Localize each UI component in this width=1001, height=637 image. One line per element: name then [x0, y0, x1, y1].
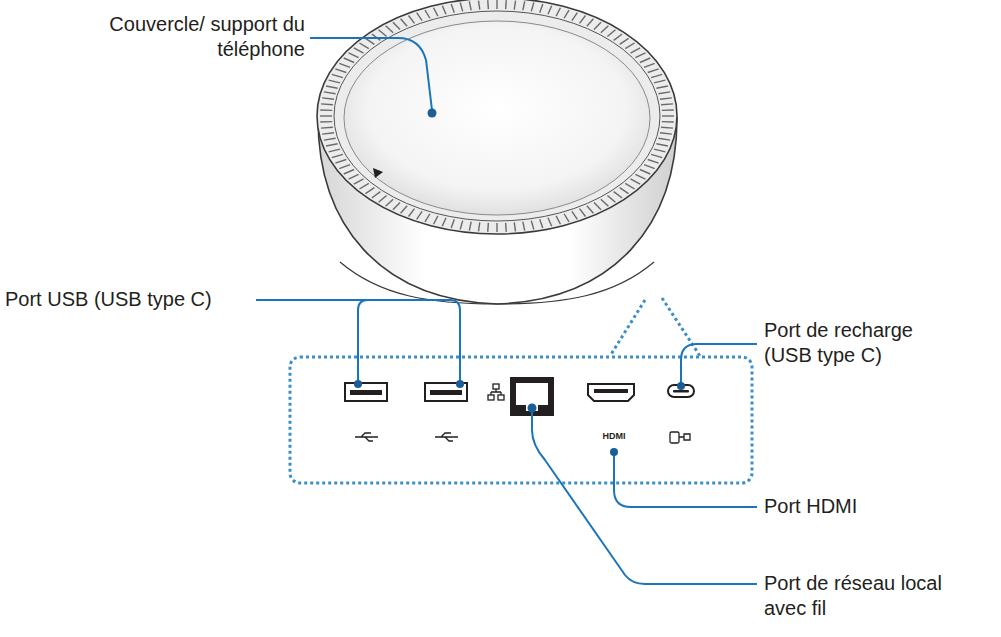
leader-line — [614, 452, 757, 507]
part-label: Couvercle/ support du téléphone — [95, 12, 305, 62]
part-label: Port de réseau local avec fil — [764, 571, 969, 621]
part-label: Port USB (USB type C) — [5, 287, 255, 312]
charge-symbol — [670, 432, 690, 443]
alignment-mark — [373, 168, 383, 178]
usb-port — [345, 383, 387, 401]
leader-line — [681, 344, 757, 384]
part-label: Port HDMI — [764, 494, 964, 519]
hdmi-logo: HDMI — [591, 431, 637, 442]
leader-line — [532, 408, 757, 584]
leader-dot — [428, 109, 437, 118]
usb-symbol — [355, 433, 458, 441]
dock-rim — [317, 0, 677, 234]
leader-dot — [456, 380, 464, 388]
leader-dot — [677, 382, 685, 390]
leader-line — [256, 300, 460, 380]
phone-holder-cover — [344, 21, 650, 215]
detail-frame — [290, 357, 752, 483]
leader-dot — [610, 448, 618, 456]
lan-symbol — [488, 384, 504, 400]
part-label: Port de recharge (USB type C) — [764, 318, 944, 368]
hdmi-port-contacts — [594, 389, 628, 393]
leader-dot — [528, 404, 537, 413]
hdmi-port — [588, 384, 634, 401]
dock-base-edge — [340, 262, 654, 304]
lan-port — [510, 377, 554, 416]
leader-dot — [354, 380, 362, 388]
leader-line — [310, 38, 432, 110]
ring-inner-edge — [334, 11, 660, 221]
knurled-ring — [320, 0, 674, 232]
usb-c-contacts — [673, 390, 689, 393]
